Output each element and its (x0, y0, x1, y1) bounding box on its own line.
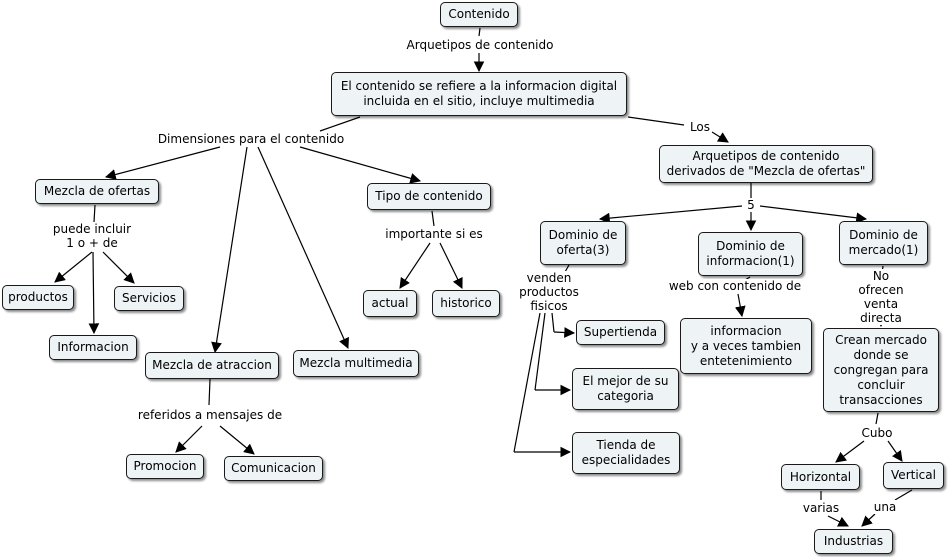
edge-line (175, 425, 203, 453)
node-horizontal[interactable]: Horizontal (781, 464, 860, 490)
node-informacion-entretenimiento[interactable]: informacion y a veces tambien entetenimi… (680, 318, 812, 374)
node-informacion[interactable]: Informacion (49, 335, 137, 360)
edge-line (211, 146, 248, 354)
node-mezcla-multimedia[interactable]: Mezcla multimedia (293, 350, 419, 377)
edge-line (711, 131, 729, 143)
edge-line (534, 312, 546, 391)
node-crean-mercado[interactable]: Crean mercado donde se congregan para co… (823, 328, 939, 412)
edge-line (827, 515, 849, 527)
edge-line (439, 242, 463, 289)
node-tipo-contenido[interactable]: Tipo de contenido (367, 183, 491, 210)
node-arquetipos-derivados[interactable]: Arquetipos de contenido derivados de "Me… (659, 145, 873, 183)
edge-line (551, 312, 555, 333)
edge-line (875, 412, 879, 425)
node-tienda-especialidades[interactable]: Tienda de especialidades (572, 432, 680, 474)
node-historico[interactable]: historico (432, 290, 500, 317)
edge-line (299, 146, 422, 184)
edge-line (399, 242, 431, 289)
node-contenido[interactable]: Contenido (440, 2, 518, 27)
edge-line (553, 327, 576, 338)
node-mezcla-atraccion[interactable]: Mezcla de atraccion (145, 352, 279, 379)
node-comunicacion[interactable]: Comunicacion (224, 456, 323, 481)
node-supertienda[interactable]: Supertienda (576, 320, 665, 345)
link-arquetipos-contenido: Arquetipos de contenido (404, 38, 556, 52)
edge-line (219, 425, 255, 455)
edge-line (257, 146, 349, 349)
node-servicios[interactable]: Servicios (114, 286, 184, 311)
node-mezcla-ofertas[interactable]: Mezcla de ofertas (35, 179, 159, 204)
link-una: una (871, 500, 899, 514)
link-web-contenido: web con contenido de (666, 279, 804, 293)
edge-line (627, 116, 685, 126)
link-referidos: referidos a mensajes de (135, 408, 285, 422)
edge-line (887, 440, 903, 462)
link-puede-incluir: puede incluir 1 o + de (50, 222, 134, 250)
link-no-ofrecen: No ofrecen venta directa (847, 269, 915, 325)
edge-line (513, 312, 541, 453)
edge-line (54, 251, 93, 283)
node-actual[interactable]: actual (363, 290, 417, 317)
link-varias: varias (800, 501, 842, 515)
node-industrias[interactable]: Industrias (814, 529, 893, 554)
edge-line (88, 251, 100, 335)
edge-line (431, 210, 435, 227)
edge-line (564, 264, 570, 273)
link-cinco: 5 (745, 198, 757, 212)
edge-line (861, 513, 876, 527)
edge-line (102, 251, 135, 284)
edge-line (835, 440, 865, 463)
link-cubo: Cubo (859, 426, 895, 440)
edge-line (759, 205, 868, 224)
node-dominio-informacion[interactable]: Dominio de informacion(1) (698, 232, 803, 276)
link-importante: importante si es (383, 227, 485, 241)
node-mejor-categoria[interactable]: El mejor de su categoria (572, 368, 679, 410)
edge-line (894, 489, 913, 501)
link-dimensiones: Dimensiones para el contenido (155, 132, 347, 146)
edge-line (93, 204, 96, 223)
edge-line (208, 378, 211, 406)
node-dominio-mercado[interactable]: Dominio de mercado(1) (839, 221, 928, 265)
edge-line (104, 146, 221, 180)
node-contenido-definicion[interactable]: El contenido se refiere a la informacion… (331, 72, 627, 116)
edge-line (734, 293, 746, 318)
node-vertical[interactable]: Vertical (883, 462, 944, 489)
edge-line (478, 27, 481, 37)
edge-line (319, 116, 361, 132)
node-dominio-oferta[interactable]: Dominio de oferta(3) (540, 221, 626, 265)
link-los: Los (687, 120, 713, 134)
node-promocion[interactable]: Promocion (126, 454, 204, 479)
node-productos[interactable]: productos (2, 285, 74, 310)
edge-line (598, 205, 743, 224)
link-venden: venden productos fisicos (517, 271, 581, 313)
